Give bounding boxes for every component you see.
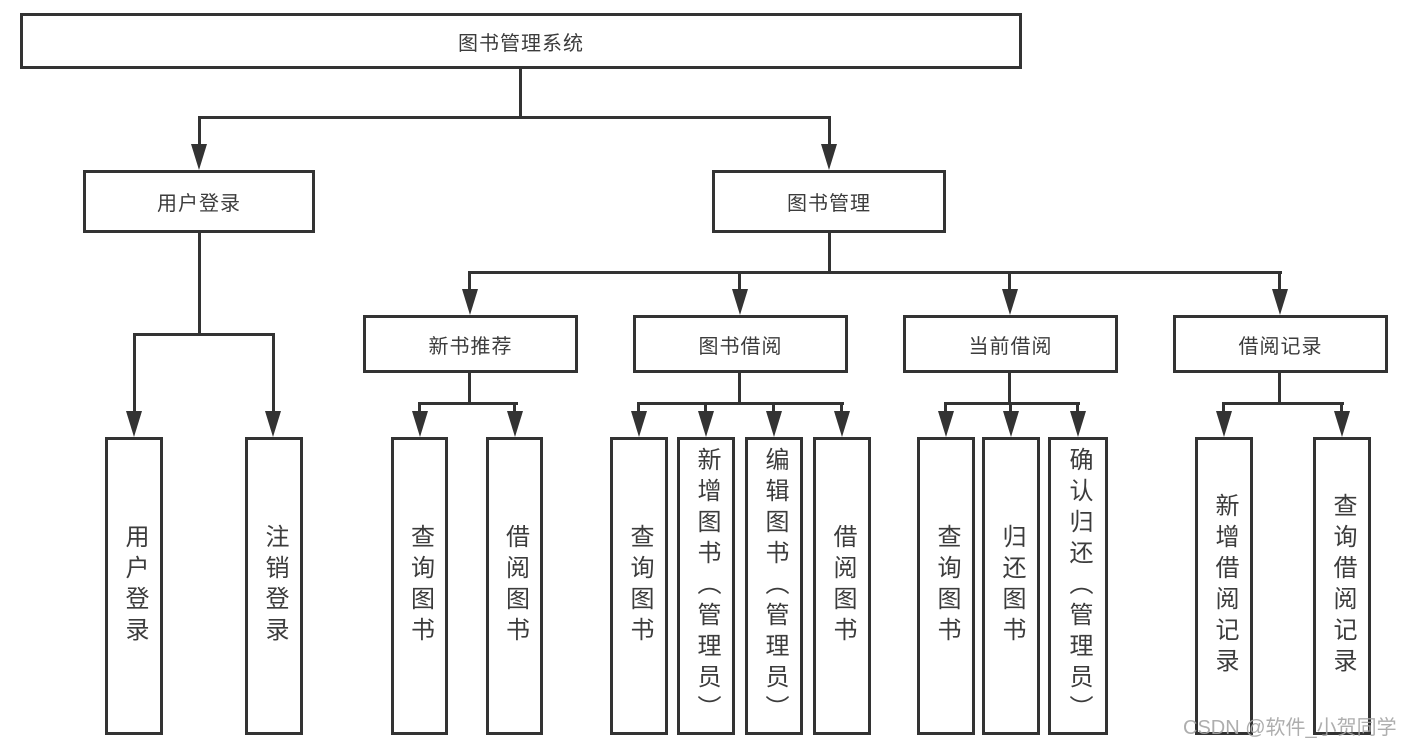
- leaf-label: 借阅图书: [829, 524, 856, 648]
- arrowhead: [265, 411, 281, 437]
- csdn-watermark: CSDN @软件_小贺同学: [1183, 717, 1397, 739]
- arrowhead: [1003, 411, 1019, 437]
- connector-drop: [944, 402, 947, 414]
- leaf-label: 查询图书: [626, 524, 653, 648]
- connector-root-crossbar: [198, 116, 831, 119]
- leaf-return-books: 归还图书: [982, 437, 1040, 735]
- arrowhead: [462, 289, 478, 315]
- leaf-add-borrow-record: 新增借阅记录: [1195, 437, 1253, 735]
- arrowhead: [698, 411, 714, 437]
- connector-currentborrow-stem: [1008, 371, 1011, 404]
- node-library-management-system: 图书管理系统: [20, 13, 1022, 69]
- connector-newbook-crossbar: [418, 402, 518, 405]
- leaf-label: 查询借阅记录: [1329, 493, 1356, 679]
- arrowhead: [1070, 411, 1086, 437]
- node-new-book-recommend: 新书推荐: [363, 315, 578, 373]
- node-book-management: 图书管理: [712, 170, 946, 233]
- arrowhead: [631, 411, 647, 437]
- leaf-label: 查询图书: [933, 524, 960, 648]
- arrowhead: [821, 144, 837, 170]
- leaf-label: 查询图书: [406, 524, 434, 648]
- leaf-label: 注销登录: [261, 524, 288, 648]
- arrowhead: [1334, 411, 1350, 437]
- arrowhead: [1272, 289, 1288, 315]
- connector-drop-leaf-logout: [272, 333, 275, 413]
- node-user-login: 用户登录: [83, 170, 315, 233]
- node-current-borrow: 当前借阅: [903, 315, 1118, 373]
- leaf-label: 新增图书（管理员）: [693, 446, 720, 726]
- leaf-newbook-borrow-books: 借阅图书: [486, 437, 543, 735]
- leaf-user-login: 用户登录: [105, 437, 163, 735]
- arrowhead: [834, 411, 850, 437]
- connector-drop: [418, 402, 421, 414]
- node-book-borrow: 图书借阅: [633, 315, 848, 373]
- connector-drop: [1222, 402, 1225, 414]
- connector-drop: [637, 402, 640, 414]
- connector-records-crossbar: [1222, 402, 1344, 405]
- node-label: 借阅记录: [1238, 335, 1323, 358]
- connector-bookmgmt-stem: [828, 232, 831, 274]
- node-label: 用户登录: [157, 193, 241, 215]
- arrowhead: [126, 411, 142, 437]
- connector-drop: [772, 402, 775, 414]
- leaf-borrow-books: 借阅图书: [813, 437, 871, 735]
- connector-drop: [513, 402, 516, 414]
- arrowhead: [732, 289, 748, 315]
- connector-drop: [1076, 402, 1079, 414]
- connector-currentborrow-crossbar: [944, 402, 1080, 405]
- connector-drop: [1340, 402, 1343, 414]
- node-label: 图书借阅: [698, 335, 783, 358]
- arrowhead: [1002, 289, 1018, 315]
- connector-bookmgmt-crossbar: [468, 271, 1282, 274]
- leaf-add-books-admin: 新增图书（管理员）: [677, 437, 735, 735]
- leaf-borrow-query-books: 查询图书: [610, 437, 668, 735]
- connector-bookborrow-crossbar: [637, 402, 844, 405]
- leaf-label: 归还图书: [998, 524, 1025, 648]
- node-label: 当前借阅: [968, 335, 1053, 358]
- leaf-logout: 注销登录: [245, 437, 303, 735]
- node-label: 新书推荐: [428, 335, 513, 358]
- node-label: 图书管理: [787, 193, 871, 215]
- leaf-query-borrow-record: 查询借阅记录: [1313, 437, 1371, 735]
- connector-bookborrow-stem: [738, 371, 741, 404]
- connector-drop: [1009, 402, 1012, 414]
- connector-drop-book-borrow: [738, 271, 741, 293]
- connector-drop-leaf-user-login: [133, 333, 136, 413]
- connector-drop: [704, 402, 707, 414]
- leaf-label: 新增借阅记录: [1211, 493, 1238, 679]
- node-label: 图书管理系统: [458, 32, 584, 55]
- leaf-label: 编辑图书（管理员）: [761, 446, 788, 726]
- arrowhead: [507, 411, 523, 437]
- connector-drop-current-borrow: [1008, 271, 1011, 293]
- connector-newbook-stem: [468, 371, 471, 404]
- connector-drop-borrow-records: [1278, 271, 1281, 293]
- leaf-label: 确认归还（管理员）: [1065, 446, 1092, 726]
- leaf-label: 借阅图书: [501, 524, 529, 648]
- connector-drop-book-management: [828, 116, 831, 148]
- node-borrow-records: 借阅记录: [1173, 315, 1388, 373]
- connector-userlogin-crossbar: [133, 333, 275, 336]
- connector-drop-new-book-recommend: [468, 271, 471, 293]
- connector-root-stem: [519, 68, 522, 119]
- leaf-label: 用户登录: [121, 524, 148, 648]
- arrowhead: [412, 411, 428, 437]
- arrowhead: [1216, 411, 1232, 437]
- connector-userlogin-stem: [198, 232, 201, 335]
- arrowhead: [766, 411, 782, 437]
- leaf-confirm-return-admin: 确认归还（管理员）: [1048, 437, 1108, 735]
- connector-records-stem: [1278, 371, 1281, 404]
- connector-drop-user-login: [198, 116, 201, 148]
- arrowhead: [938, 411, 954, 437]
- leaf-newbook-query-books: 查询图书: [391, 437, 448, 735]
- leaf-edit-books-admin: 编辑图书（管理员）: [745, 437, 803, 735]
- leaf-current-query-books: 查询图书: [917, 437, 975, 735]
- arrowhead: [191, 144, 207, 170]
- connector-drop: [840, 402, 843, 414]
